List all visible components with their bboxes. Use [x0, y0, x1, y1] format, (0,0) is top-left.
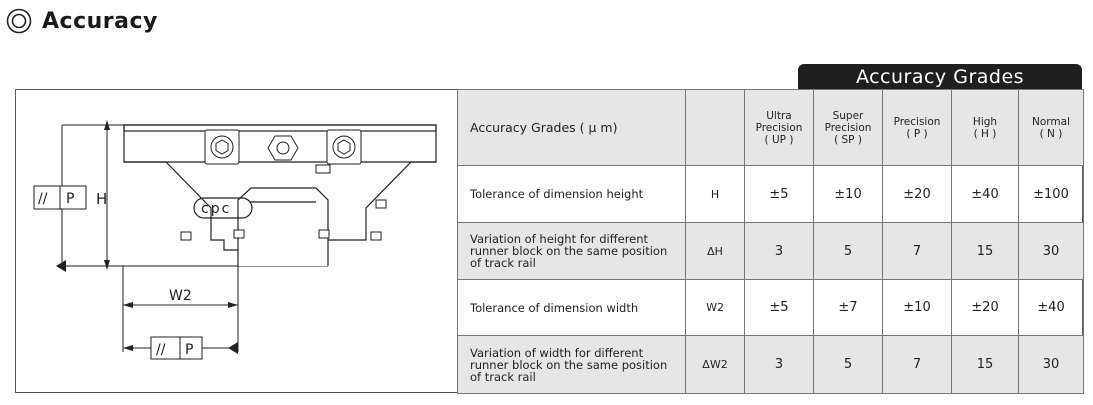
width-arrow-right	[228, 302, 238, 308]
value-h: ±40	[951, 165, 1019, 223]
width-label: W2	[169, 288, 192, 304]
value-n: 30	[1018, 335, 1084, 394]
frame1-datum: P	[66, 191, 74, 207]
width-arrow-left	[123, 302, 133, 308]
frame1-symbol: //	[38, 191, 48, 207]
height-label: H	[96, 190, 107, 208]
row-symbol: W2	[685, 279, 745, 336]
width-dimension	[122, 266, 239, 352]
bolt-right	[326, 129, 362, 165]
row-symbol: H	[685, 165, 745, 223]
double-circle-icon	[6, 8, 32, 34]
row-description: Tolerance of dimension height	[457, 165, 686, 223]
rail-cross-section-diagram: H // P cpc	[33, 120, 437, 360]
row-symbol: ΔW2	[685, 335, 745, 394]
value-n: ±40	[1018, 279, 1084, 336]
value-p: 7	[882, 335, 952, 394]
grade-header-h: High( H )	[951, 89, 1019, 166]
row-description: Tolerance of dimension width	[457, 279, 686, 336]
value-n: ±100	[1018, 165, 1084, 223]
value-up: ±5	[744, 279, 814, 336]
cpc-logo	[193, 197, 253, 219]
value-sp: 5	[813, 335, 883, 394]
bolt-left	[204, 129, 240, 165]
value-p: ±10	[882, 279, 952, 336]
datum-triangle-left	[56, 260, 66, 272]
value-n: 30	[1018, 222, 1084, 280]
value-up: 3	[744, 222, 814, 280]
header-label: Accuracy Grades ( μ m)	[457, 89, 686, 166]
value-sp: 5	[813, 222, 883, 280]
frame2-symbol: //	[156, 342, 166, 358]
value-h: 15	[951, 335, 1019, 394]
value-h: ±20	[951, 279, 1019, 336]
frame2-datum: P	[185, 342, 193, 358]
bolt-center	[267, 135, 299, 161]
page-heading: Accuracy	[6, 4, 158, 38]
track-rail	[237, 187, 329, 266]
value-p: 7	[882, 222, 952, 280]
parallelism-frame-height: // P	[33, 185, 87, 210]
grade-header-p: Precision( P )	[882, 89, 952, 166]
grade-header-n: Normal( N )	[1018, 89, 1084, 166]
header-symbol	[685, 89, 745, 166]
value-p: ±20	[882, 165, 952, 223]
table-row: Tolerance of dimension width W2 ±5 ±7 ±1…	[457, 279, 1084, 336]
value-sp: ±7	[813, 279, 883, 336]
value-h: 15	[951, 222, 1019, 280]
table-row: Tolerance of dimension height H ±5 ±10 ±…	[457, 165, 1084, 223]
row-symbol: ΔH	[685, 222, 745, 280]
block-fasteners	[180, 164, 387, 241]
value-sp: ±10	[813, 165, 883, 223]
height-arrow-bottom	[104, 260, 110, 270]
page-title: Accuracy	[42, 8, 158, 34]
value-up: ±5	[744, 165, 814, 223]
cpc-logo-text: cpc	[201, 201, 231, 217]
parallelism-frame-width: // P	[123, 336, 238, 360]
accuracy-grades-banner: Accuracy Grades	[798, 64, 1082, 90]
value-up: 3	[744, 335, 814, 394]
height-arrow-top	[104, 120, 110, 130]
